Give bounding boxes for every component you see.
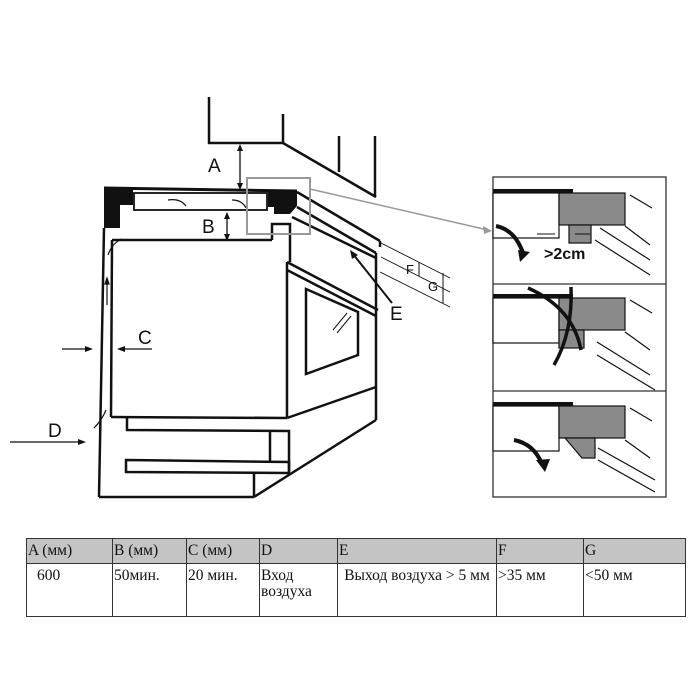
countertop (103, 186, 298, 228)
airflow-arrows (93, 238, 123, 429)
dimension-b: B (202, 212, 230, 241)
gap-note: >2cm (544, 246, 585, 263)
zoom-indicator (246, 177, 492, 235)
value-c: 20 мин. (186, 563, 260, 617)
table-row: 600 50мин. 20 мин. Вход воздуха Выход во… (26, 563, 686, 617)
header-c: C (мм) (186, 538, 260, 564)
label-e: E (390, 304, 403, 325)
value-g: <50 мм (583, 563, 686, 617)
value-e: Выход воздуха > 5 мм (337, 563, 497, 617)
label-c: C (138, 328, 152, 349)
label-f: F (406, 262, 414, 277)
wall-cabinet (207, 97, 377, 199)
label-g: G (428, 279, 438, 294)
oven-window (304, 287, 360, 376)
value-b: 50мин. (112, 563, 187, 617)
header-b: B (мм) (112, 538, 187, 564)
value-a: 600 (26, 563, 113, 617)
header-f: F (496, 538, 584, 564)
dimension-c: C (62, 328, 152, 352)
label-a: A (208, 156, 221, 177)
label-d: D (48, 421, 62, 442)
header-a: A (мм) (26, 538, 113, 564)
value-f: >35 мм (496, 563, 584, 617)
dimension-f-g: F G (379, 242, 451, 308)
dimension-d: D (10, 421, 86, 445)
header-e: E (337, 538, 497, 564)
dimension-e: E (350, 250, 403, 325)
clearance-table: A (мм) B (мм) C (мм) D E F G 600 50мин. … (26, 538, 686, 617)
oven-body (97, 227, 379, 499)
label-b: B (202, 217, 215, 238)
inset-incorrect (492, 286, 656, 391)
detail-insets: >2cm (492, 176, 667, 498)
value-d: Вход воздуха (259, 563, 338, 617)
inset-airflow (492, 402, 656, 493)
table-header-row: A (мм) B (мм) C (мм) D E F G (26, 538, 686, 564)
header-g: G (583, 538, 686, 564)
dimension-a: A (208, 144, 243, 190)
header-d: D (259, 538, 338, 564)
inset-correct-gap: >2cm (492, 189, 653, 276)
